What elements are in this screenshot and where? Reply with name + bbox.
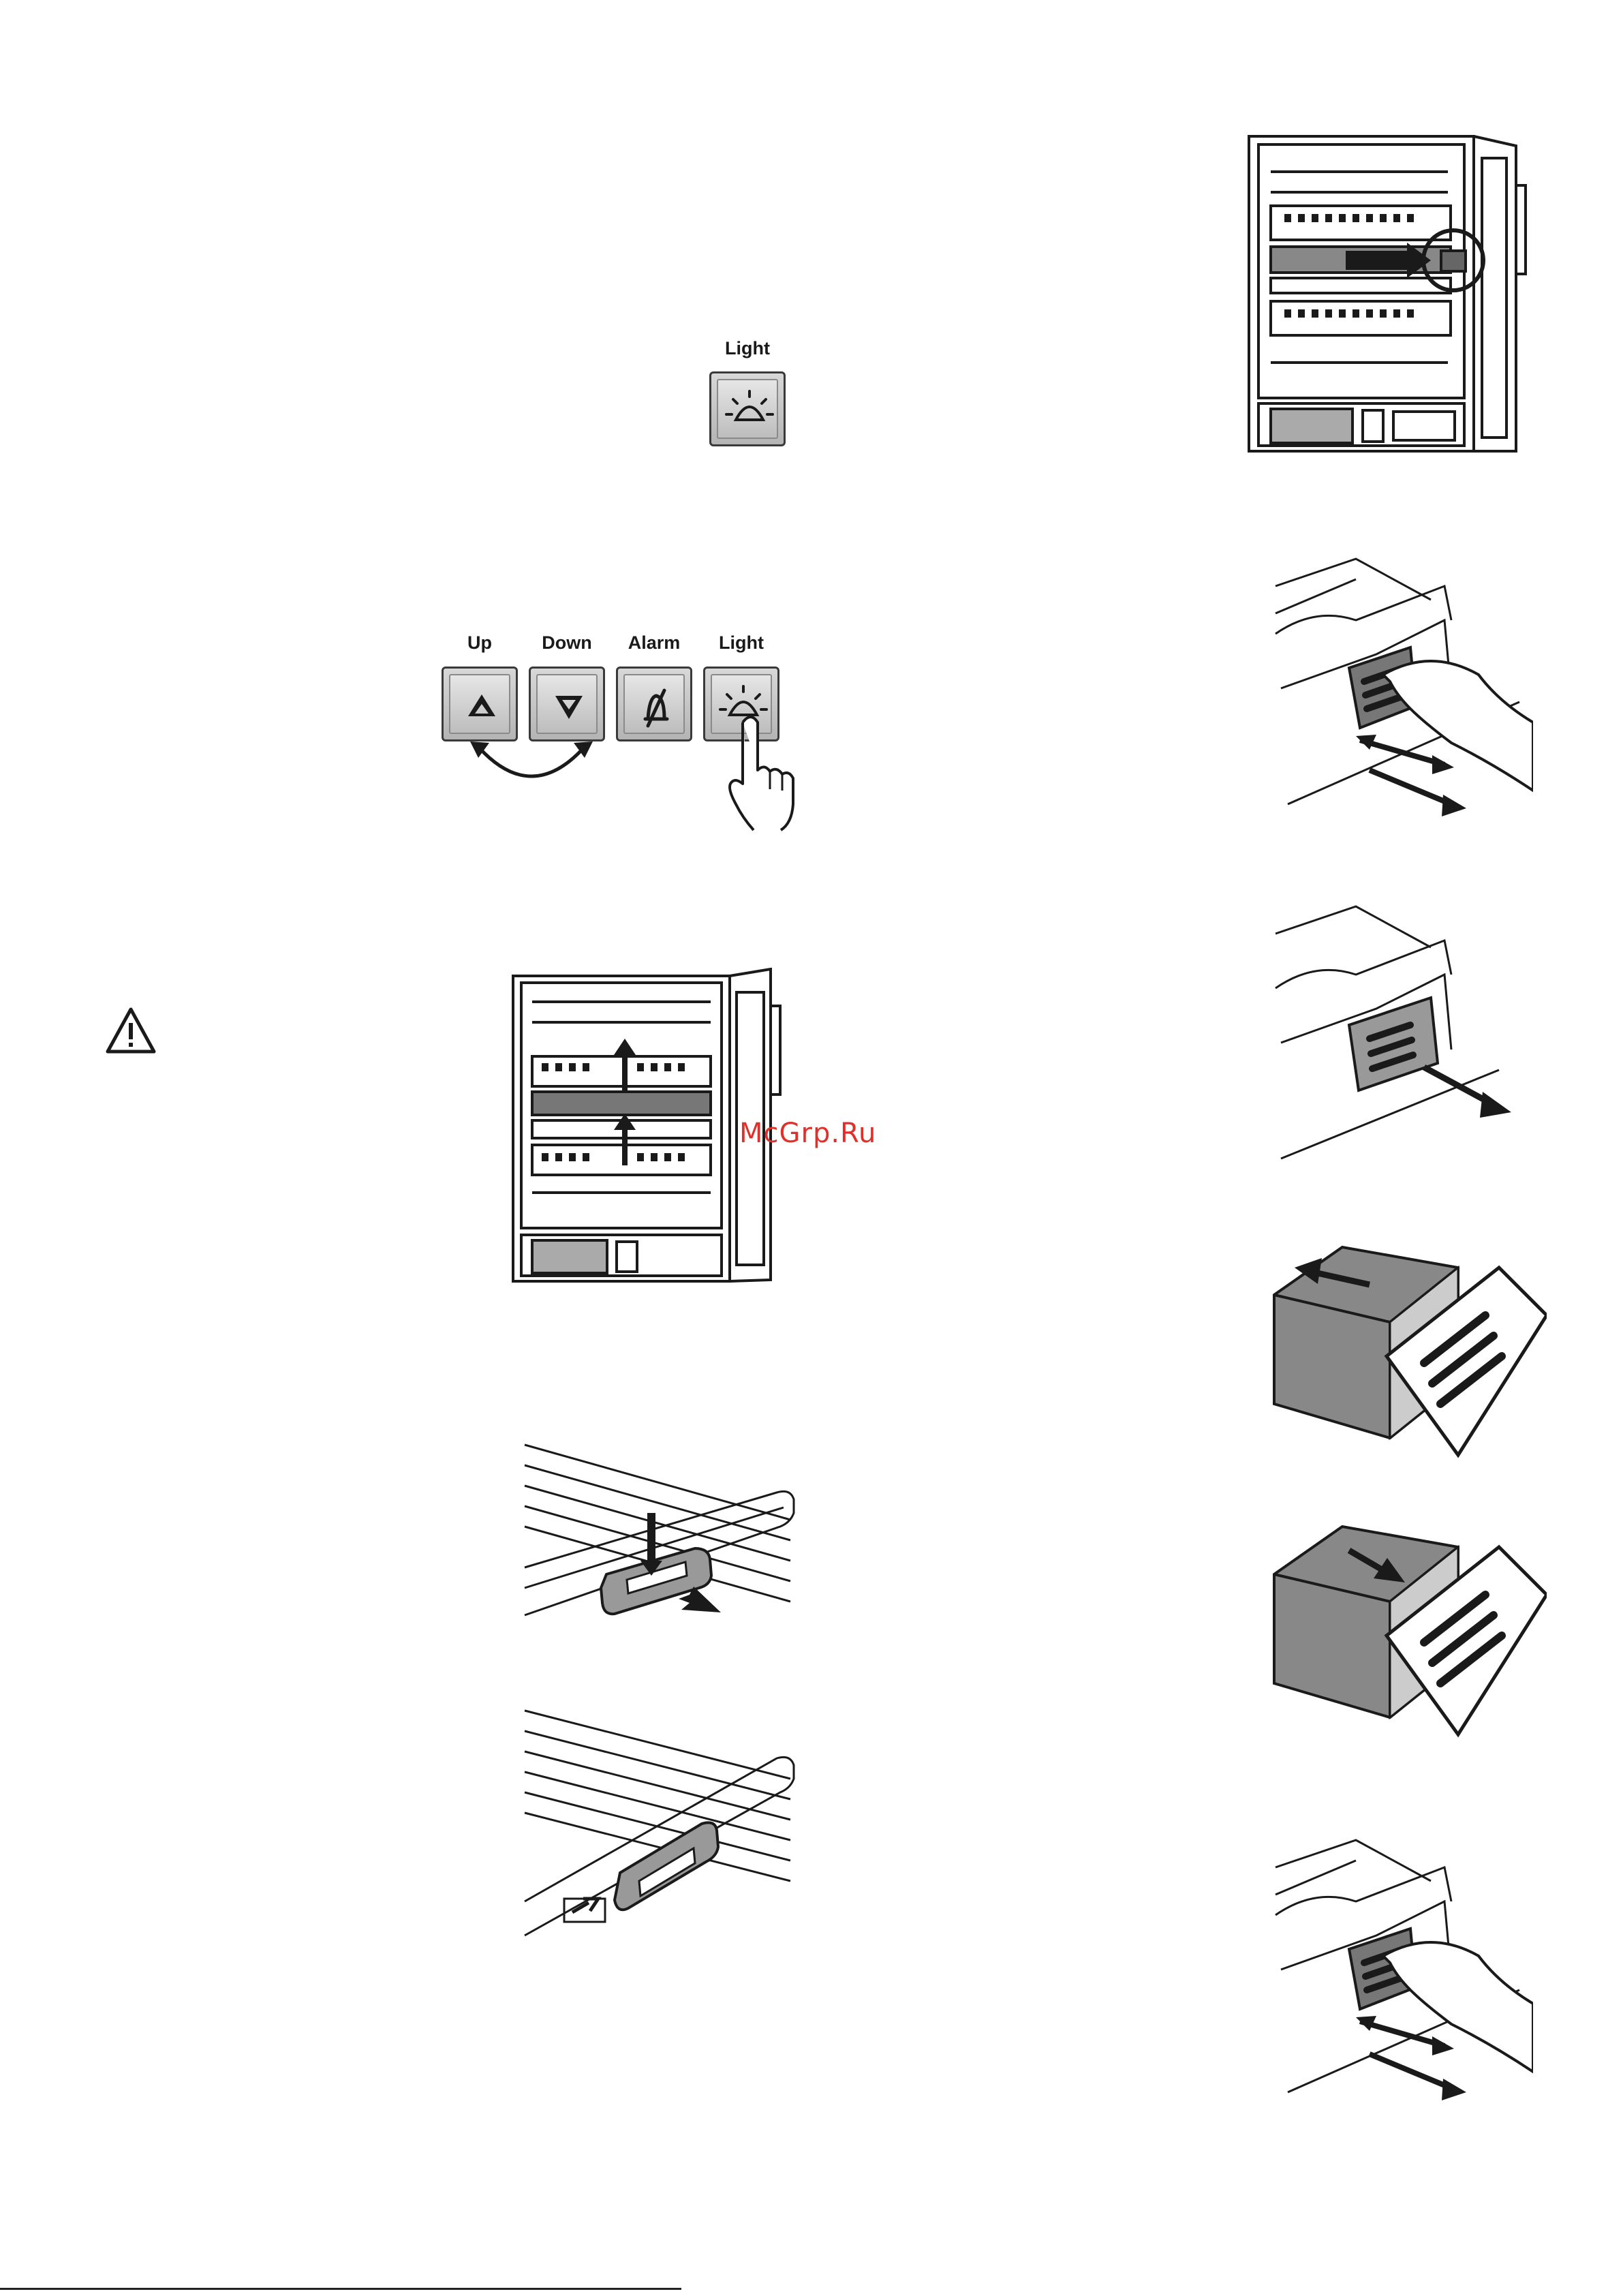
warning-triangle-icon bbox=[104, 1005, 158, 1056]
alarm-button[interactable] bbox=[616, 667, 692, 741]
down-triangle-icon bbox=[531, 669, 607, 744]
light-button[interactable] bbox=[709, 371, 786, 446]
fridge-light-switch-illustration bbox=[1243, 131, 1530, 458]
up-button[interactable] bbox=[442, 667, 518, 741]
bell-crossed-icon bbox=[618, 669, 694, 744]
pressing-hand-icon bbox=[715, 709, 804, 831]
down-button-caption: Down bbox=[519, 632, 615, 654]
filter-grille-remove-illustration bbox=[1274, 893, 1533, 1165]
filter-grille-push-illustration bbox=[1274, 545, 1533, 818]
filter-grille-reinsert-illustration bbox=[1274, 1826, 1533, 2106]
filter-cartridge-in-illustration bbox=[1254, 1493, 1547, 1745]
shelf-clip-slide-illustration bbox=[518, 1697, 804, 1956]
footer-rule bbox=[0, 2288, 681, 2290]
light-bulb-icon bbox=[711, 373, 788, 448]
up-triangle-icon bbox=[444, 669, 520, 744]
shelf-clip-attach-illustration bbox=[518, 1431, 804, 1677]
filter-cartridge-out-illustration bbox=[1254, 1213, 1547, 1465]
watermark: McGrp.Ru bbox=[739, 1118, 876, 1149]
light-button-caption: Light bbox=[700, 338, 795, 359]
down-button[interactable] bbox=[529, 667, 605, 741]
up-button-caption: Up bbox=[432, 632, 527, 654]
alarm-button-caption: Alarm bbox=[606, 632, 702, 654]
up-down-curved-arrow bbox=[463, 736, 600, 797]
light-button-caption-2: Light bbox=[694, 632, 789, 654]
